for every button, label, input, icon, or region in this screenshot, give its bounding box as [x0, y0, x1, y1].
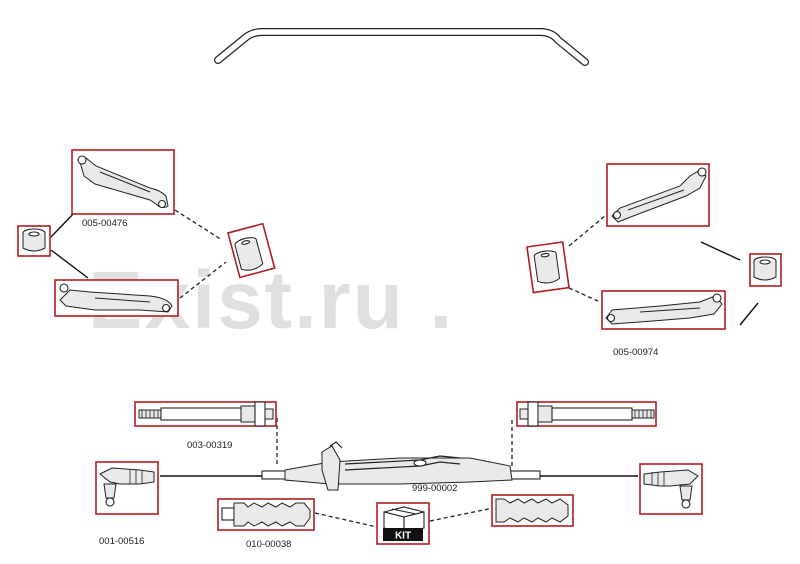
connector-line	[700, 241, 741, 261]
inner-tie-rod-left[interactable]	[134, 401, 277, 427]
control-arm-right-upper[interactable]	[606, 163, 710, 227]
stabilizer-bar[interactable]	[214, 28, 589, 66]
connector-line	[568, 287, 601, 303]
bushing-right-large[interactable]	[526, 241, 570, 294]
part-label: 001-00516	[99, 536, 144, 547]
tie-rod-end-right[interactable]	[639, 463, 703, 515]
control-arm-right-lower[interactable]	[601, 290, 726, 330]
bushing-right-small[interactable]	[749, 253, 782, 287]
part-label: 005-00974	[613, 347, 658, 358]
part-label: 010-00038	[246, 539, 291, 550]
steering-boot-left[interactable]	[217, 498, 315, 531]
inner-tie-rod-right[interactable]	[516, 401, 657, 427]
connector-line	[174, 209, 223, 241]
kit-box[interactable]: KIT	[376, 502, 430, 545]
control-arm-left-upper[interactable]	[71, 149, 175, 215]
connector-line	[50, 249, 89, 279]
part-label: 003-00319	[187, 440, 232, 451]
tie-rod-end-left[interactable]	[95, 461, 159, 515]
connector-line	[739, 302, 759, 326]
connector-line	[179, 261, 227, 299]
steering-boot-right[interactable]	[491, 494, 574, 527]
connector-line	[429, 507, 494, 522]
control-arm-left-lower[interactable]	[54, 279, 179, 317]
bushing-left-small[interactable]	[17, 225, 51, 257]
connector-line	[314, 512, 378, 528]
part-label: 005-00476	[82, 218, 127, 229]
part-label: 999-00002	[412, 483, 457, 494]
connector-line	[568, 214, 607, 247]
bushing-left-large[interactable]	[227, 222, 276, 279]
kit-label: KIT	[395, 531, 411, 542]
steering-rack[interactable]	[261, 441, 541, 491]
